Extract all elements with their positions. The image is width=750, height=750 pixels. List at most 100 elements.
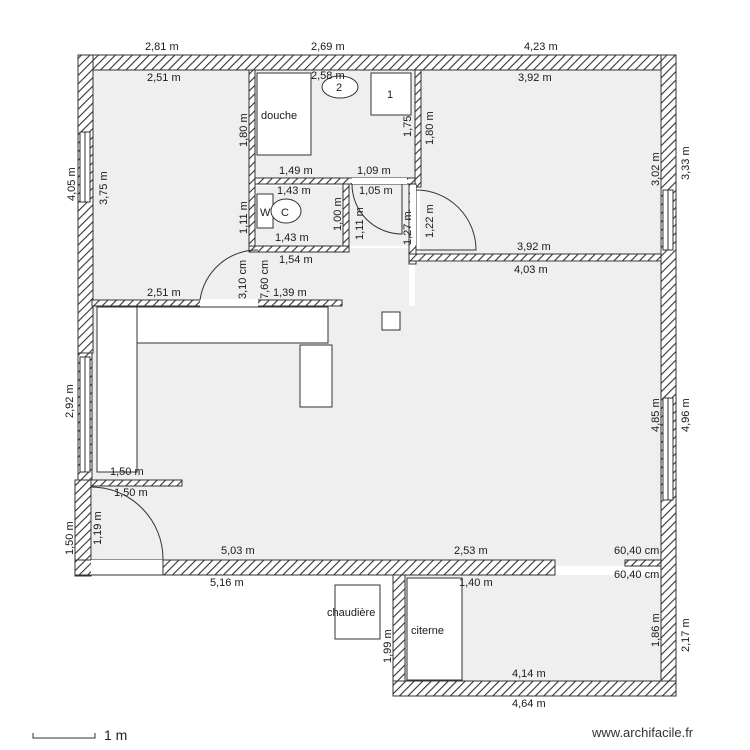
boiler [334,584,381,640]
dim-label: 4,03 m [514,264,548,276]
dim-label: 4,96 m [680,398,692,432]
door-swings [90,183,477,575]
door-swing-shower [351,183,403,235]
dim-label: 1,11 m [354,207,366,240]
door-gap-hall [200,299,258,307]
dim-label: 2,69 m [311,41,345,53]
wall-wc-bottom [248,245,350,253]
dim-label: 1,50 m [114,487,148,499]
dim-label: 4,85 m [650,398,662,432]
kitchen-counter-horizontal [136,306,329,344]
dim-label: 4,05 m [66,167,78,201]
sink-1 [370,72,412,116]
dim-label: 5,03 m [221,545,255,557]
scale-label: 1 m [104,727,128,743]
dim-label: 2,51 m [147,72,181,84]
dim-label: 1,39 m [273,287,307,299]
dim-label: 1,50 m [64,521,76,555]
dim-label: 1,99 m [382,629,394,663]
dim-label: 3,92 m [518,72,552,84]
scale-bar [32,733,96,739]
dim-label: 1,27 m [402,211,414,245]
dim-label: 2,92 m [64,384,76,418]
wall-shower-bottom [254,177,416,185]
dim-label: 4,14 m [512,668,546,680]
shower-tray [256,72,312,156]
label-wc-c: C [281,207,289,219]
dim-label: 3,10 cm [237,260,249,299]
dim-label: 1,43 m [275,232,309,244]
dim-label: 1,80 m [238,113,250,147]
dim-label: 60,40 cm [614,545,659,557]
dim-label: 2,17 m [680,618,692,652]
dim-label: 1,05 m [359,185,393,197]
dim-label: 1,54 m [279,254,313,266]
door-gap-shower [352,178,407,184]
wall-tank-bottom [392,680,677,697]
dim-label: 4,64 m [512,698,546,710]
dim-label: 1,49 m [279,165,313,177]
door-swing-bottom [90,486,164,575]
dim-label: 2,58 m [311,70,345,82]
dim-label: 5,16 m [210,577,244,589]
dim-label: 1,40 m [459,577,493,589]
dim-label: 1,43 m [277,185,311,197]
dim-label: 1,00 m [332,197,344,231]
room-east-strip [415,262,663,308]
fixture-labels: douche W C 1 2 chaudière citerne [260,82,444,637]
door-gap-east [410,185,416,245]
room-hall-lower [249,248,409,306]
furniture [96,72,463,681]
dimension-labels: 2,81 m 2,69 m 4,23 m 2,51 m 2,58 m 3,92 … [64,41,692,710]
openings [79,131,674,576]
dim-label: 2,81 m [145,41,179,53]
wall-lower-left-horizontal [90,479,183,487]
dim-label: 1,80 m [424,111,436,145]
label-marker-1: 1 [387,89,393,101]
dim-label: 1,86 m [650,613,662,647]
dim-label: 1,50 m [110,466,144,478]
credit-link[interactable]: www.archifacile.fr [592,725,694,740]
dim-label: 7,60 cm [259,260,271,299]
dim-label: 2,53 m [454,545,488,557]
room-top-left [92,70,249,300]
label-boiler: chaudière [327,607,375,619]
wall-left-lower [74,479,92,577]
dim-label: 60,40 cm [614,569,659,581]
wall-tank-left [392,574,406,697]
wall-bottom-main [74,559,556,576]
room-top-right [420,70,660,254]
dim-label: 3,75 m [98,171,110,205]
wall-shower-right [414,69,422,188]
sink-2 [321,75,359,99]
dim-label: 2,51 m [147,287,181,299]
kitchen-island [299,344,333,408]
small-square [381,311,401,331]
wc-bowl [270,198,302,224]
dim-label: 4,23 m [524,41,558,53]
label-marker-2: 2 [336,82,342,94]
label-shower: douche [261,110,297,122]
room-hall [349,184,411,246]
wall-small-segment [624,559,662,567]
door-swing-hall [199,249,259,301]
wall-east-room-bottom [408,253,662,262]
dim-label: 1,09 m [357,165,391,177]
tank [406,577,463,681]
door-swing-east [415,189,477,251]
wall-top [77,54,677,71]
room-main [92,306,662,566]
dim-label: 1,19 m [92,511,104,545]
kitchen-counter-vertical [96,306,138,473]
wall-right [660,54,677,696]
dim-label: 3,02 m [650,152,662,186]
label-wc-w: W [260,207,271,219]
label-tank: citerne [411,625,444,637]
dim-label: 1,22 m [424,204,436,238]
door-gap-bottom [91,560,163,575]
wall-left-upper [77,54,94,354]
dim-label: 3,92 m [517,241,551,253]
dim-label: 1,75 [402,116,414,137]
dim-label: 3,33 m [680,146,692,180]
